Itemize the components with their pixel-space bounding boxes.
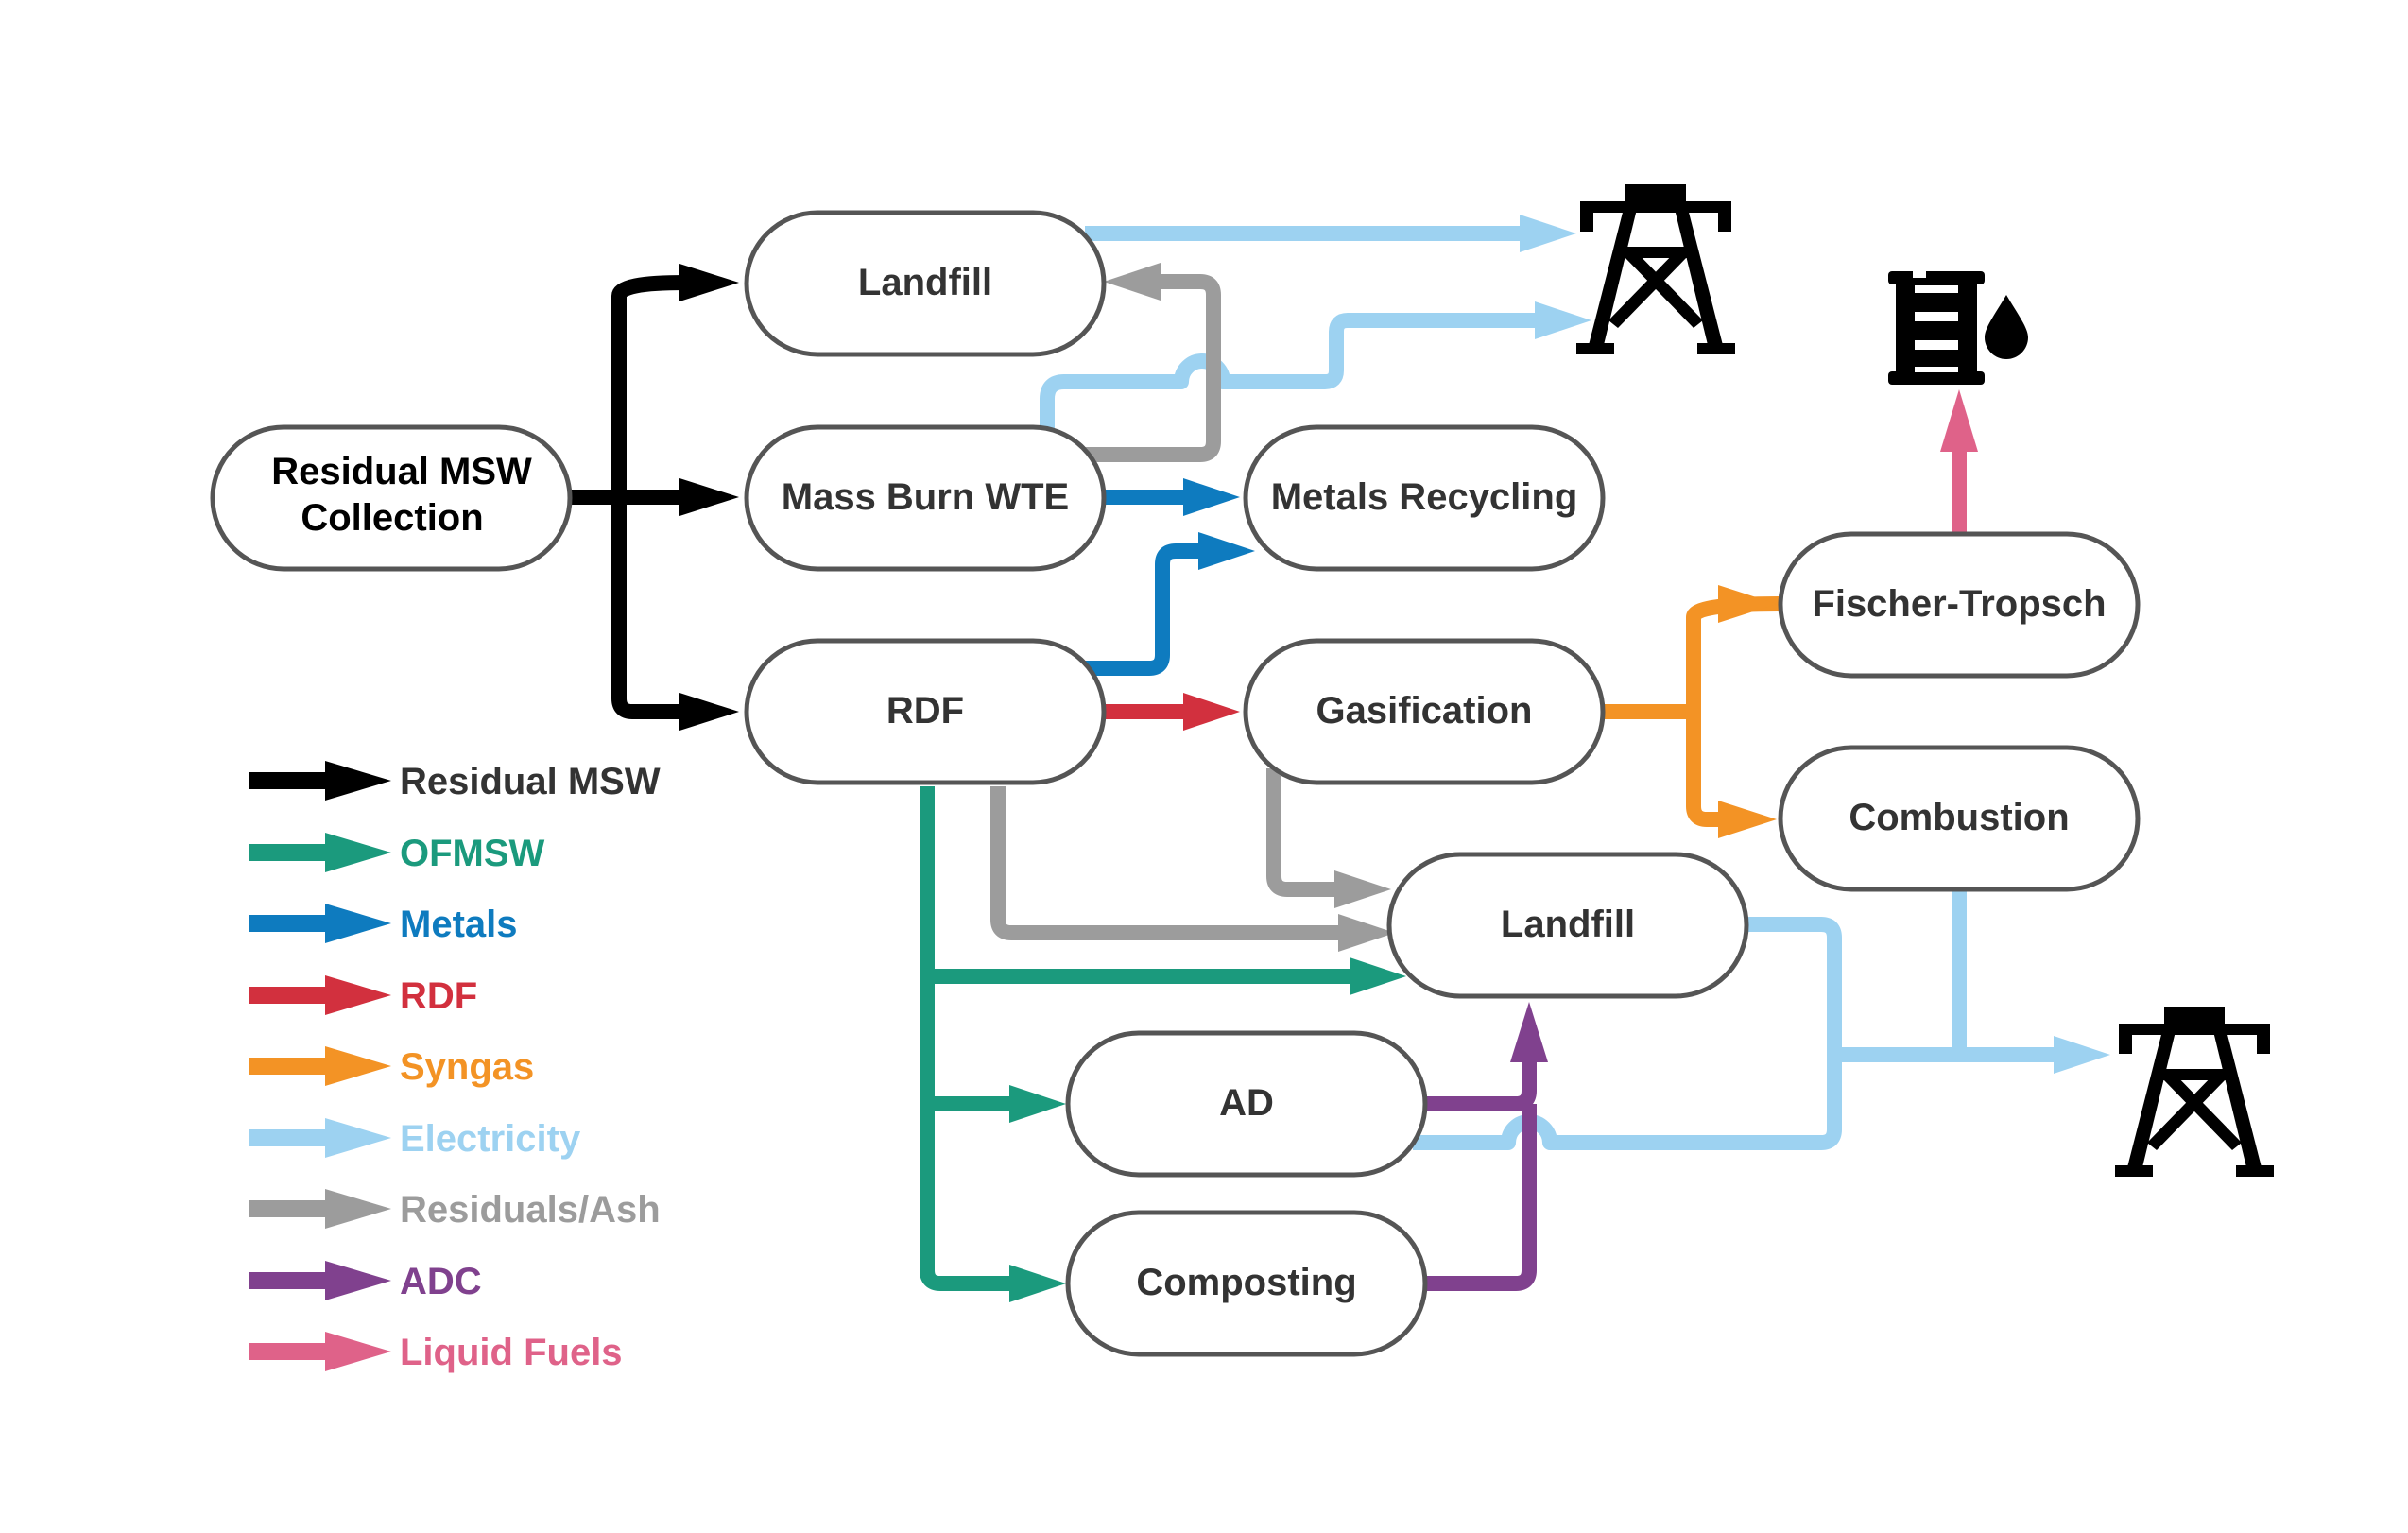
node-landfill-top-label: Landfill	[858, 262, 992, 303]
liquid-fuels-arrowheads	[1940, 389, 1978, 452]
legend-label: ADC	[400, 1261, 482, 1302]
node-composting-label: Composting	[1136, 1262, 1356, 1303]
node-ad-label: AD	[1219, 1082, 1274, 1124]
ofmsw-flows	[920, 786, 1356, 1291]
residuals-flows	[990, 274, 1348, 940]
node-ad: AD	[1065, 1030, 1428, 1178]
ofmsw-arrowheads	[1009, 957, 1406, 1302]
node-combustion-label: Combustion	[1849, 797, 2069, 838]
adc-arrowheads	[1510, 1002, 1548, 1062]
node-collection-line2: Collection	[301, 497, 483, 539]
legend-swatch-arrowhead	[325, 904, 391, 943]
oil-barrel-icon	[1888, 268, 2028, 385]
node-landfill-bottom: Landfill	[1386, 852, 1749, 999]
electricity-flows	[1040, 226, 2065, 1150]
electricity-arrowheads	[1520, 215, 2110, 1074]
legend-swatch-arrowhead	[325, 761, 391, 801]
legend-item: ADC	[249, 1261, 482, 1302]
legend-item: RDF	[249, 975, 477, 1017]
metals-flows	[1085, 490, 1210, 676]
node-composting: Composting	[1065, 1210, 1428, 1357]
legend-label: OFMSW	[400, 833, 545, 874]
legend-swatch-arrowhead	[325, 1118, 391, 1158]
legend-item: Syngas	[249, 1046, 534, 1088]
legend-label: Liquid Fuels	[400, 1332, 623, 1373]
legend-label: RDF	[400, 975, 477, 1017]
legend-swatch-arrowhead	[325, 833, 391, 872]
node-mass-burn: Mass Burn WTE	[744, 424, 1107, 572]
legend-item: OFMSW	[249, 833, 545, 874]
node-combustion: Combustion	[1778, 745, 2141, 892]
legend-swatch-arrowhead	[325, 1261, 391, 1300]
node-metals-recycling-label: Metals Recycling	[1271, 476, 1578, 518]
legend-swatch-arrowhead	[325, 1189, 391, 1229]
adc-flows	[1425, 1047, 1537, 1291]
rdf-arrowheads	[1183, 693, 1240, 731]
metals-arrowheads	[1183, 478, 1255, 570]
legend-label: Residual MSW	[400, 761, 661, 802]
power-tower-icon	[1576, 184, 1735, 354]
node-fischer-tropsch-label: Fischer-Tropsch	[1812, 583, 2106, 625]
node-landfill-bottom-label: Landfill	[1501, 904, 1635, 945]
legend-label: Residuals/Ash	[400, 1189, 661, 1231]
residual-msw-arrowheads	[679, 264, 739, 731]
node-gasification-label: Gasification	[1316, 690, 1533, 732]
legend-label: Syngas	[400, 1046, 534, 1088]
syngas-arrowheads	[1718, 585, 1777, 838]
legend-swatch-arrowhead	[325, 1046, 391, 1086]
node-gasification: Gasification	[1243, 638, 1606, 785]
syngas-flows	[1602, 596, 1780, 827]
legend-label: Metals	[400, 904, 518, 945]
node-landfill-top: Landfill	[744, 210, 1107, 357]
legend-item: Liquid Fuels	[249, 1332, 623, 1373]
node-collection: Residual MSW Collection	[210, 424, 573, 572]
residual-msw-flows	[567, 275, 686, 719]
legend-swatch-arrowhead	[325, 1332, 391, 1371]
node-rdf-label: RDF	[886, 690, 964, 732]
node-mass-burn-label: Mass Burn WTE	[782, 476, 1069, 518]
power-tower-icon	[2115, 1007, 2274, 1177]
legend-item: Electricity	[249, 1118, 581, 1160]
node-metals-recycling: Metals Recycling	[1243, 424, 1606, 572]
residuals-arrowheads	[1104, 263, 1395, 952]
node-rdf: RDF	[744, 638, 1107, 785]
legend-swatch-arrowhead	[325, 975, 391, 1015]
node-fischer-tropsch: Fischer-Tropsch	[1778, 531, 2141, 679]
legend-item: Residuals/Ash	[249, 1189, 661, 1231]
legend-label: Electricity	[400, 1118, 581, 1160]
legend-item: Metals	[249, 904, 518, 945]
node-collection-line1: Residual MSW	[271, 451, 532, 492]
legend-item: Residual MSW	[249, 761, 661, 802]
